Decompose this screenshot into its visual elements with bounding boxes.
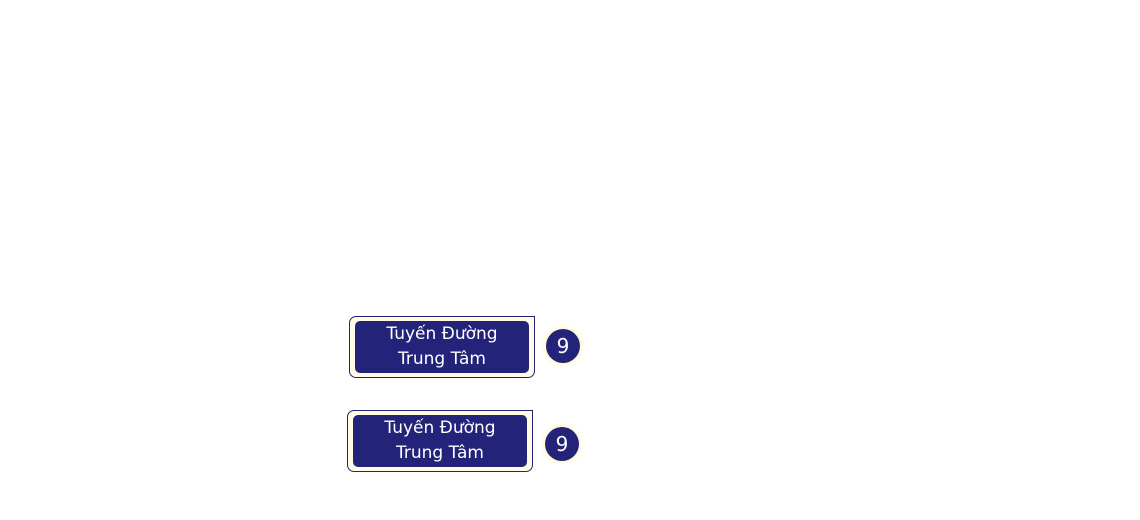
route-label-line2: Trung Tâm bbox=[396, 443, 484, 463]
route-count-badge: 9 bbox=[546, 329, 580, 363]
route-label-line2: Trung Tâm bbox=[398, 349, 486, 369]
route-button[interactable]: Tuyến Đường Trung Tâm bbox=[349, 316, 535, 378]
route-label-line1: Tuyến Đường bbox=[386, 324, 498, 344]
route-button[interactable]: Tuyến Đường Trung Tâm bbox=[347, 410, 533, 472]
route-label: Tuyến Đường Trung Tâm bbox=[355, 321, 529, 373]
route-label-line1: Tuyến Đường bbox=[384, 418, 496, 438]
route-count-badge: 9 bbox=[545, 427, 579, 461]
route-label: Tuyến Đường Trung Tâm bbox=[353, 415, 527, 467]
